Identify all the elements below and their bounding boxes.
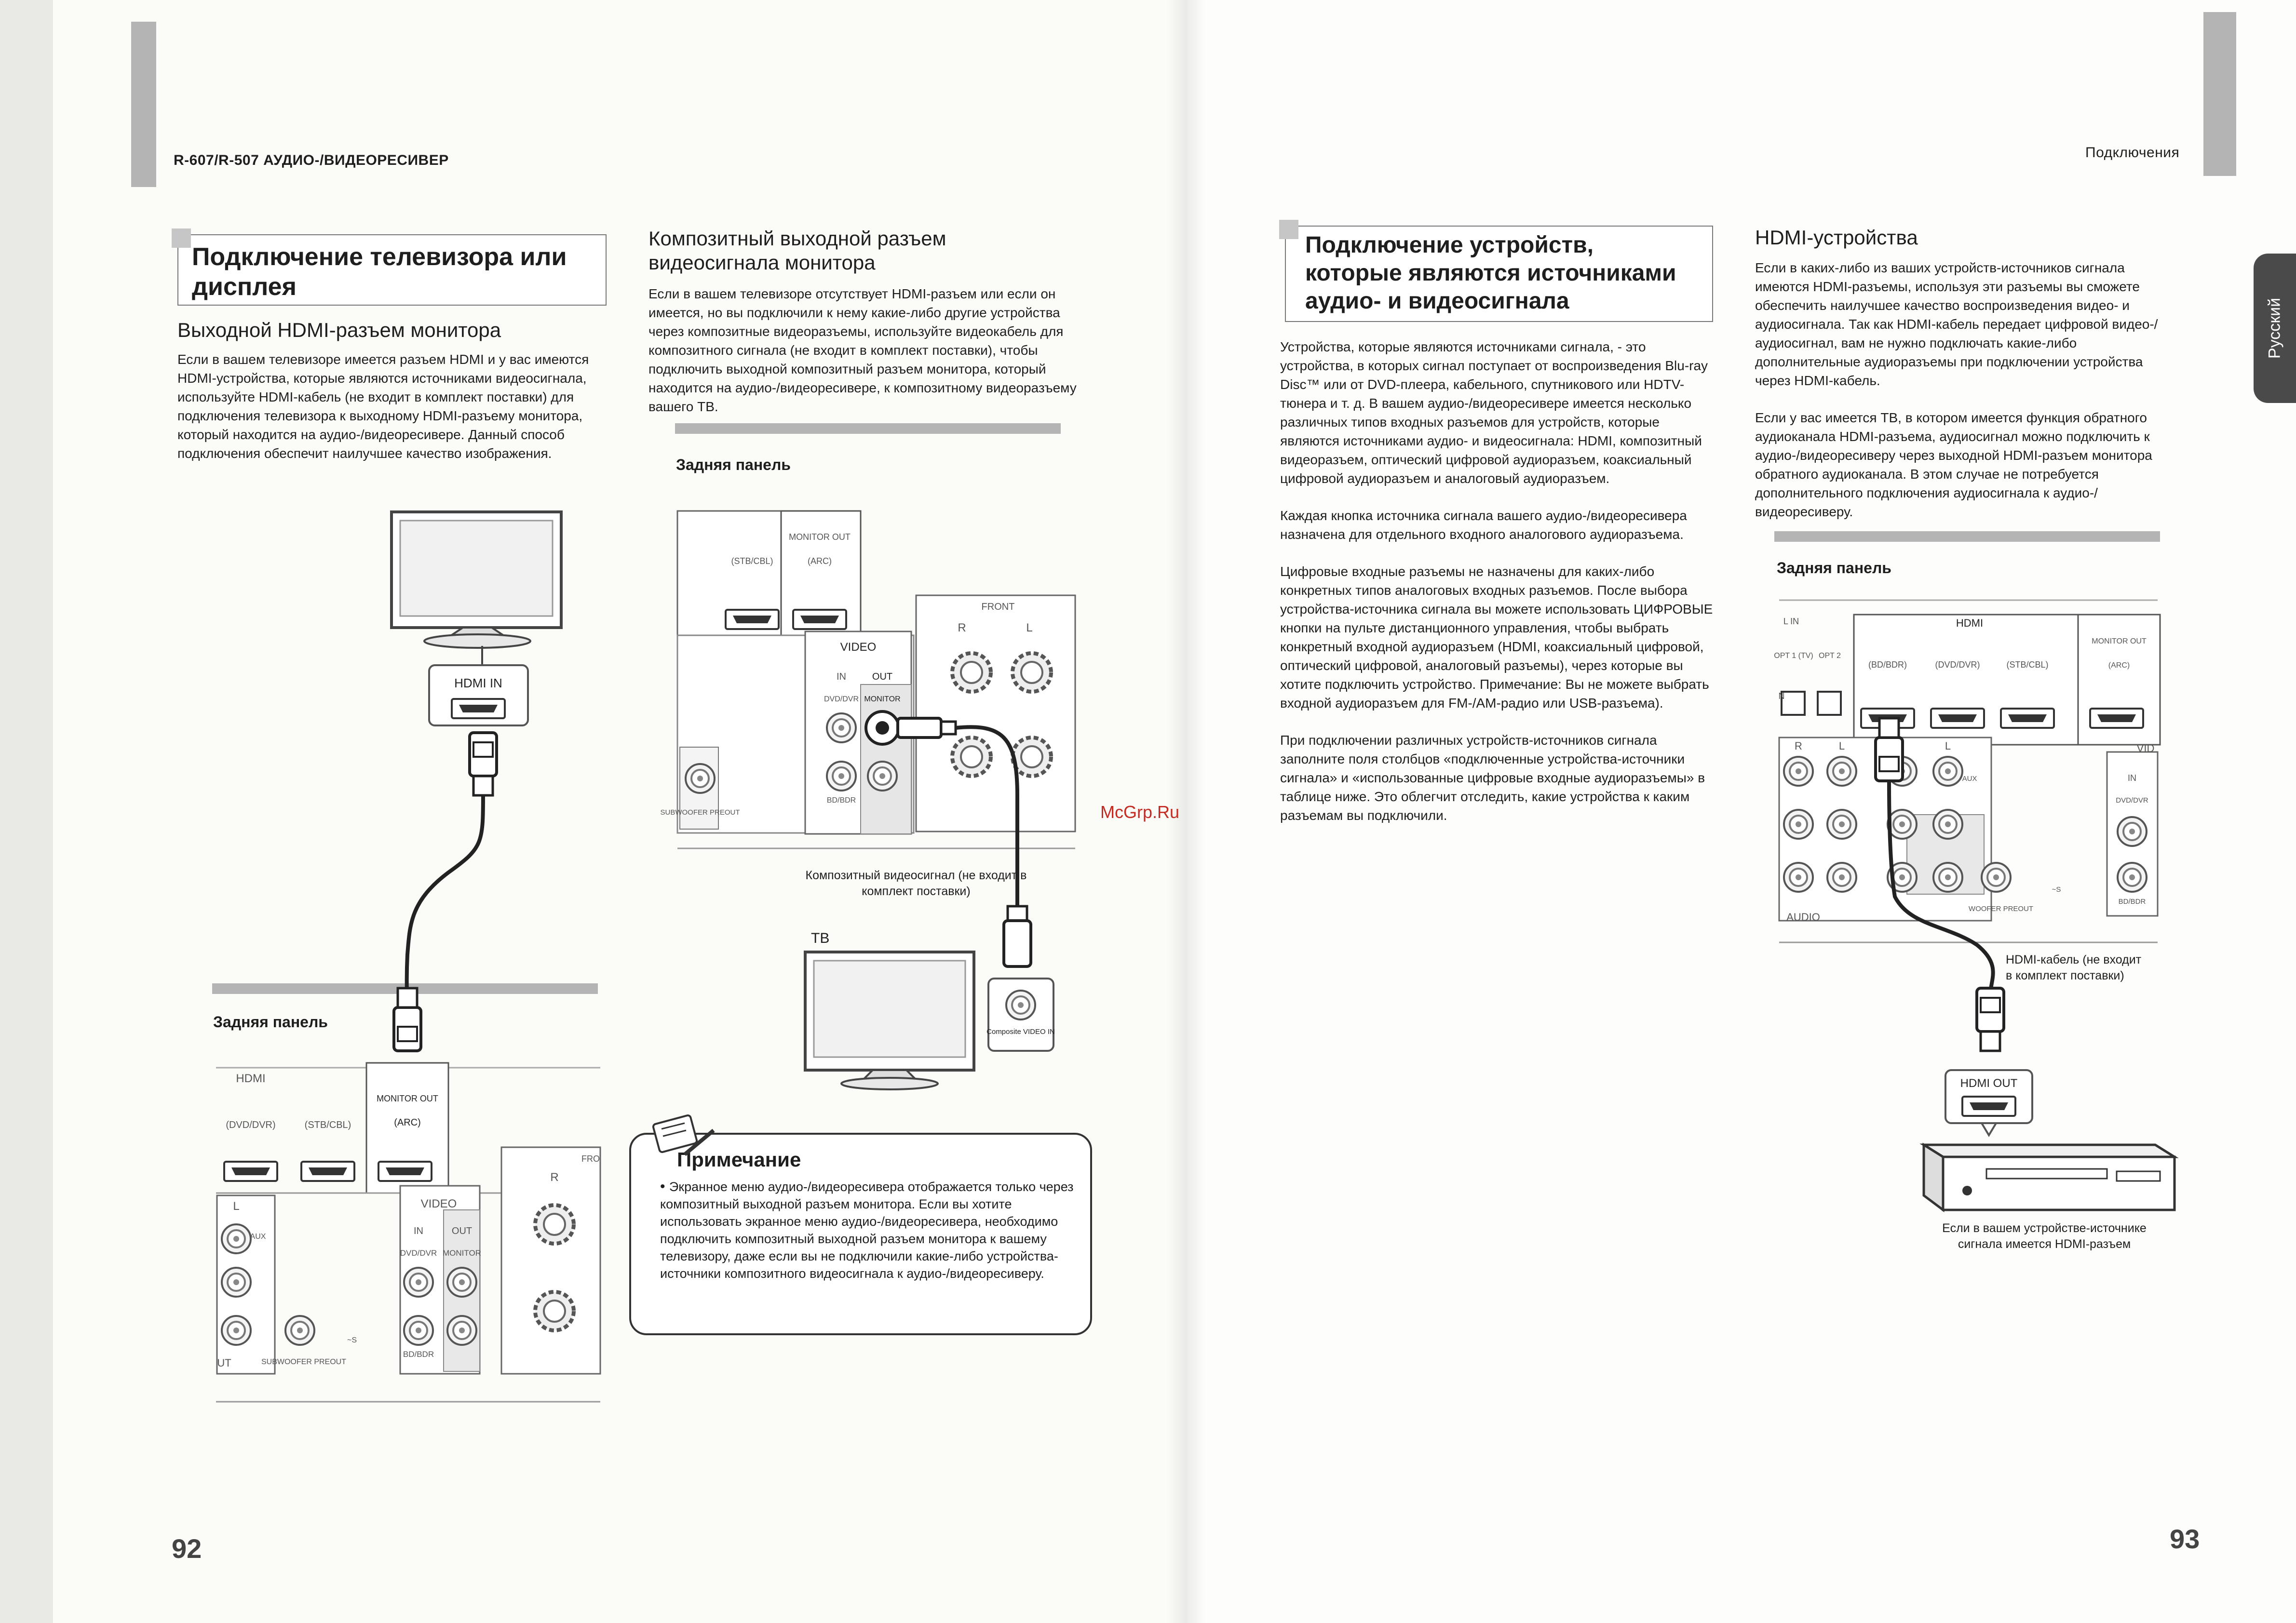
- composite-divider: [675, 423, 1061, 434]
- composite-rear-panel-label: Задняя панель: [676, 456, 791, 473]
- composite-heading: Композитный выходной разъем видеосигнала…: [648, 227, 946, 274]
- right-header: Подключения: [2085, 145, 2180, 161]
- hdmi-divider: [212, 983, 598, 994]
- hdmi-devices-heading: HDMI-устройства: [1755, 226, 1918, 249]
- right-section-title: Подключение устройств, которые являются …: [1279, 220, 1713, 322]
- note-box: Примечание • Экранное меню аудио-/видеор…: [629, 1133, 1092, 1335]
- title-marker-icon: [1279, 220, 1298, 239]
- hdmi-monitor-text: Если в вашем телевизоре имеется разъем H…: [177, 352, 589, 461]
- hdmi-cable-caption: HDMI-кабель (не входит в комплект постав…: [2006, 953, 2142, 982]
- composite-cable-caption: Композитный видеосигнал (не входит в ком…: [805, 869, 1027, 898]
- header-tab-right: [2203, 12, 2236, 176]
- right-divider: [1774, 531, 2160, 542]
- sources-text: Устройства, которые являются источниками…: [1280, 339, 1713, 823]
- page-number-left: 92: [172, 1533, 202, 1564]
- page-number-right: 93: [2170, 1524, 2200, 1554]
- left-section-title: Подключение телевизора или дисплея: [172, 228, 607, 306]
- tv-label: ТВ: [811, 930, 830, 946]
- device-caption: Если в вашем устройстве-источнике сигнал…: [1942, 1221, 2147, 1251]
- title-marker-icon: [172, 228, 191, 248]
- header-tab-left: [131, 22, 156, 187]
- composite-text: Если в вашем телевизоре отсутствует HDMI…: [648, 286, 1077, 414]
- watermark: McGrp.Ru: [1100, 802, 1180, 822]
- right-rear-panel-label: Задняя панель: [1777, 559, 1891, 577]
- left-header: R-607/R-507 АУДИО-/ВИДЕОРЕСИВЕР: [174, 152, 449, 168]
- note-text: • Экранное меню аудио-/видеоресивера ото…: [660, 1179, 1074, 1281]
- hdmi-monitor-heading: Выходной HDMI-разъем монитора: [177, 319, 501, 341]
- language-tab[interactable]: Русский: [2254, 254, 2296, 403]
- hdmi-rear-panel-label: Задняя панель: [213, 1013, 328, 1031]
- book-gutter: [1167, 0, 1205, 1623]
- note-title: Примечание: [677, 1148, 801, 1171]
- hdmi-devices-text: Если в каких-либо из ваших устройств-ист…: [1755, 260, 2158, 519]
